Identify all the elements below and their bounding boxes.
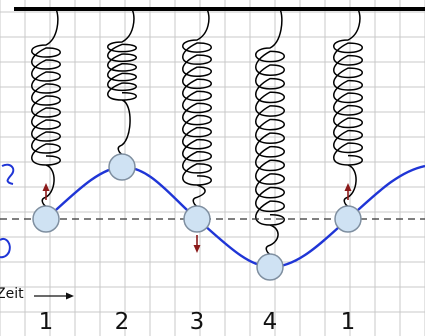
margin-mark-upper [1,163,15,185]
mass-position-1 [32,205,60,233]
trajectory-curve [45,164,425,269]
position-label-4: 4 [262,309,278,335]
spring-1 [31,8,61,207]
position-label-2: 2 [114,309,130,335]
mass-position-5 [334,205,362,233]
spring-4 [255,8,285,255]
springs [31,8,363,255]
velocity-arrow-up-5 [344,183,352,200]
position-label-3: 3 [189,309,205,335]
spring-2 [107,8,137,155]
spring-3 [182,8,212,207]
mass-position-4 [256,253,284,281]
spring-5 [333,8,363,207]
velocity-arrow-up-1 [42,183,50,200]
mass-position-3 [183,205,211,233]
time-axis-arrow [34,292,74,300]
position-label-1: 1 [38,309,54,335]
mass-position-2 [108,153,136,181]
position-label-5: 1 [340,309,356,335]
time-axis-label: Zeit [0,286,24,302]
margin-mark-lower [0,238,11,259]
velocity-arrow-down-3 [193,235,201,253]
